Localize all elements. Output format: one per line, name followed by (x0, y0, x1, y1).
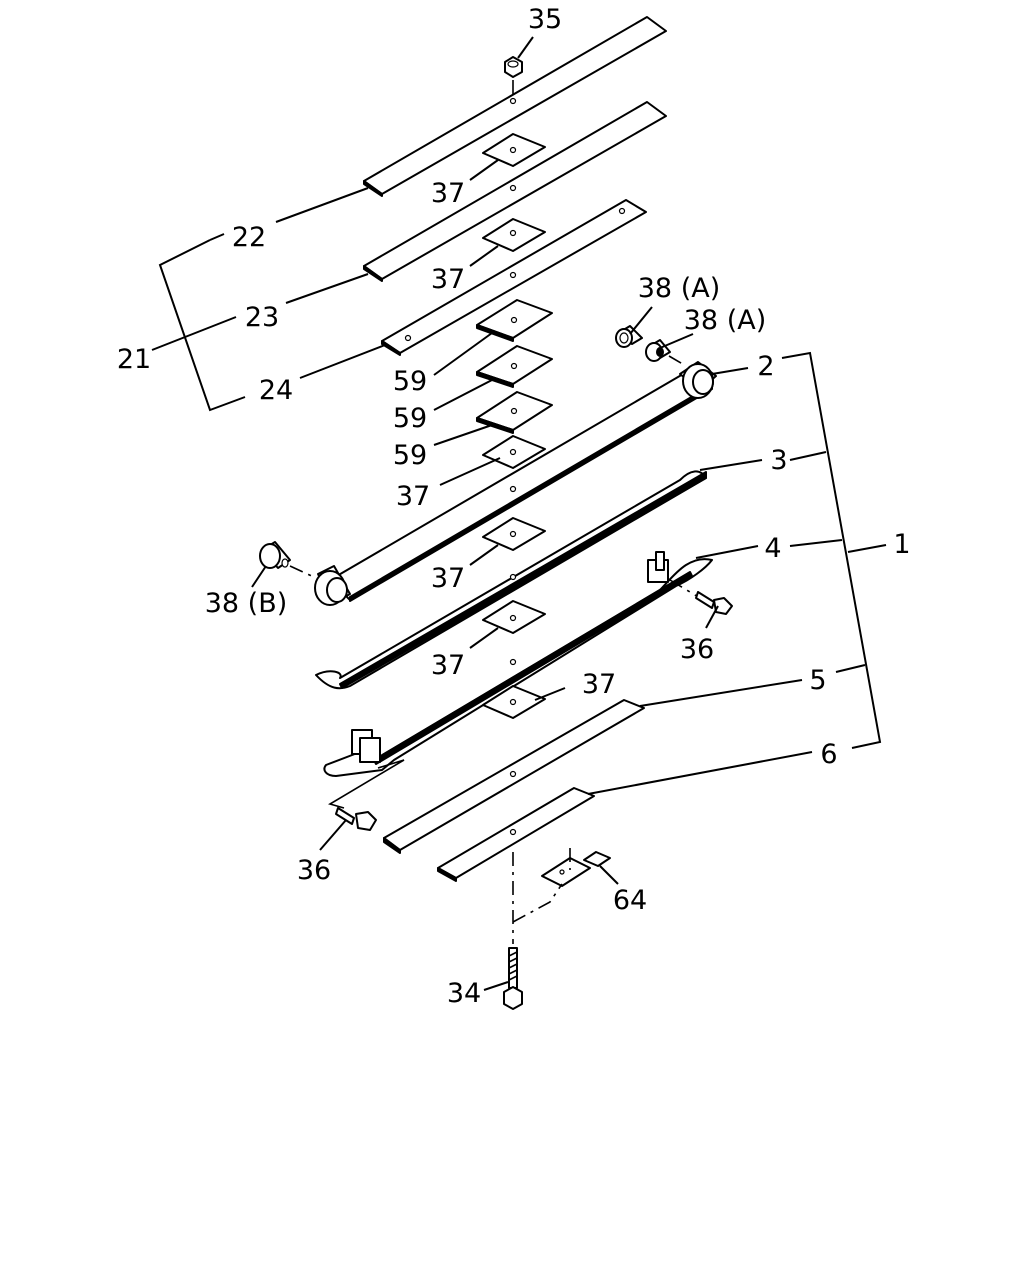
pad-37-c[interactable] (482, 435, 546, 469)
callout-37-a: 37 (431, 178, 465, 209)
callout-37-b: 37 (431, 264, 465, 295)
callout-38b: 38 (B) (205, 588, 288, 619)
callout-59-b: 59 (393, 403, 427, 434)
callout-23: 23 (245, 302, 279, 333)
callout-24: 24 (259, 375, 293, 406)
callout-38a-2: 38 (A) (684, 305, 766, 336)
callout-59-c: 59 (393, 440, 427, 471)
leaf-2[interactable] (314, 361, 717, 606)
callout-59-a: 59 (393, 366, 427, 397)
leaf-5[interactable] (383, 699, 645, 854)
callout-4: 4 (764, 533, 781, 564)
callout-21: 21 (117, 344, 151, 375)
callout-1: 1 (893, 529, 910, 560)
pad-37-a[interactable] (482, 133, 546, 167)
pad-37-d[interactable] (482, 517, 546, 551)
bolt-36-rear[interactable] (327, 759, 405, 831)
callout-38a-1: 38 (A) (638, 273, 720, 304)
bushing-38a-1[interactable] (615, 325, 643, 348)
bracket-64[interactable] (541, 848, 611, 887)
pad-37-f[interactable] (482, 685, 546, 719)
callout-37-e: 37 (431, 650, 465, 681)
callout-64: 64 (613, 885, 647, 916)
leaf-22[interactable] (363, 16, 667, 197)
pad-37-e[interactable] (482, 600, 546, 634)
bushing-38a-2[interactable] (645, 339, 671, 362)
callout-34: 34 (447, 978, 481, 1009)
leaf-4[interactable] (323, 551, 713, 777)
center-bolt-34[interactable] (503, 852, 563, 1010)
callout-2: 2 (757, 351, 774, 382)
leaf-23[interactable] (363, 101, 667, 282)
leaf-3[interactable] (315, 470, 707, 690)
callout-3: 3 (770, 445, 787, 476)
spacer-59-b[interactable] (476, 345, 553, 388)
spacer-59-a[interactable] (476, 299, 553, 342)
callout-22: 22 (232, 222, 266, 253)
leaf-24[interactable] (381, 199, 647, 356)
callout-5: 5 (809, 665, 826, 696)
callout-37-f: 37 (582, 669, 616, 700)
callout-6: 6 (820, 739, 837, 770)
callout-36-a: 36 (680, 634, 714, 665)
callout-36-b: 36 (297, 855, 331, 886)
callout-37-c: 37 (396, 481, 430, 512)
callout-37-d: 37 (431, 563, 465, 594)
bolt-36-front[interactable] (669, 579, 733, 615)
callout-35: 35 (528, 4, 562, 35)
nut-35[interactable] (504, 56, 523, 104)
pad-37-b[interactable] (482, 218, 546, 252)
leaf-6[interactable] (437, 787, 595, 882)
bushing-38b[interactable] (259, 541, 317, 579)
spacer-59-c[interactable] (476, 391, 553, 434)
